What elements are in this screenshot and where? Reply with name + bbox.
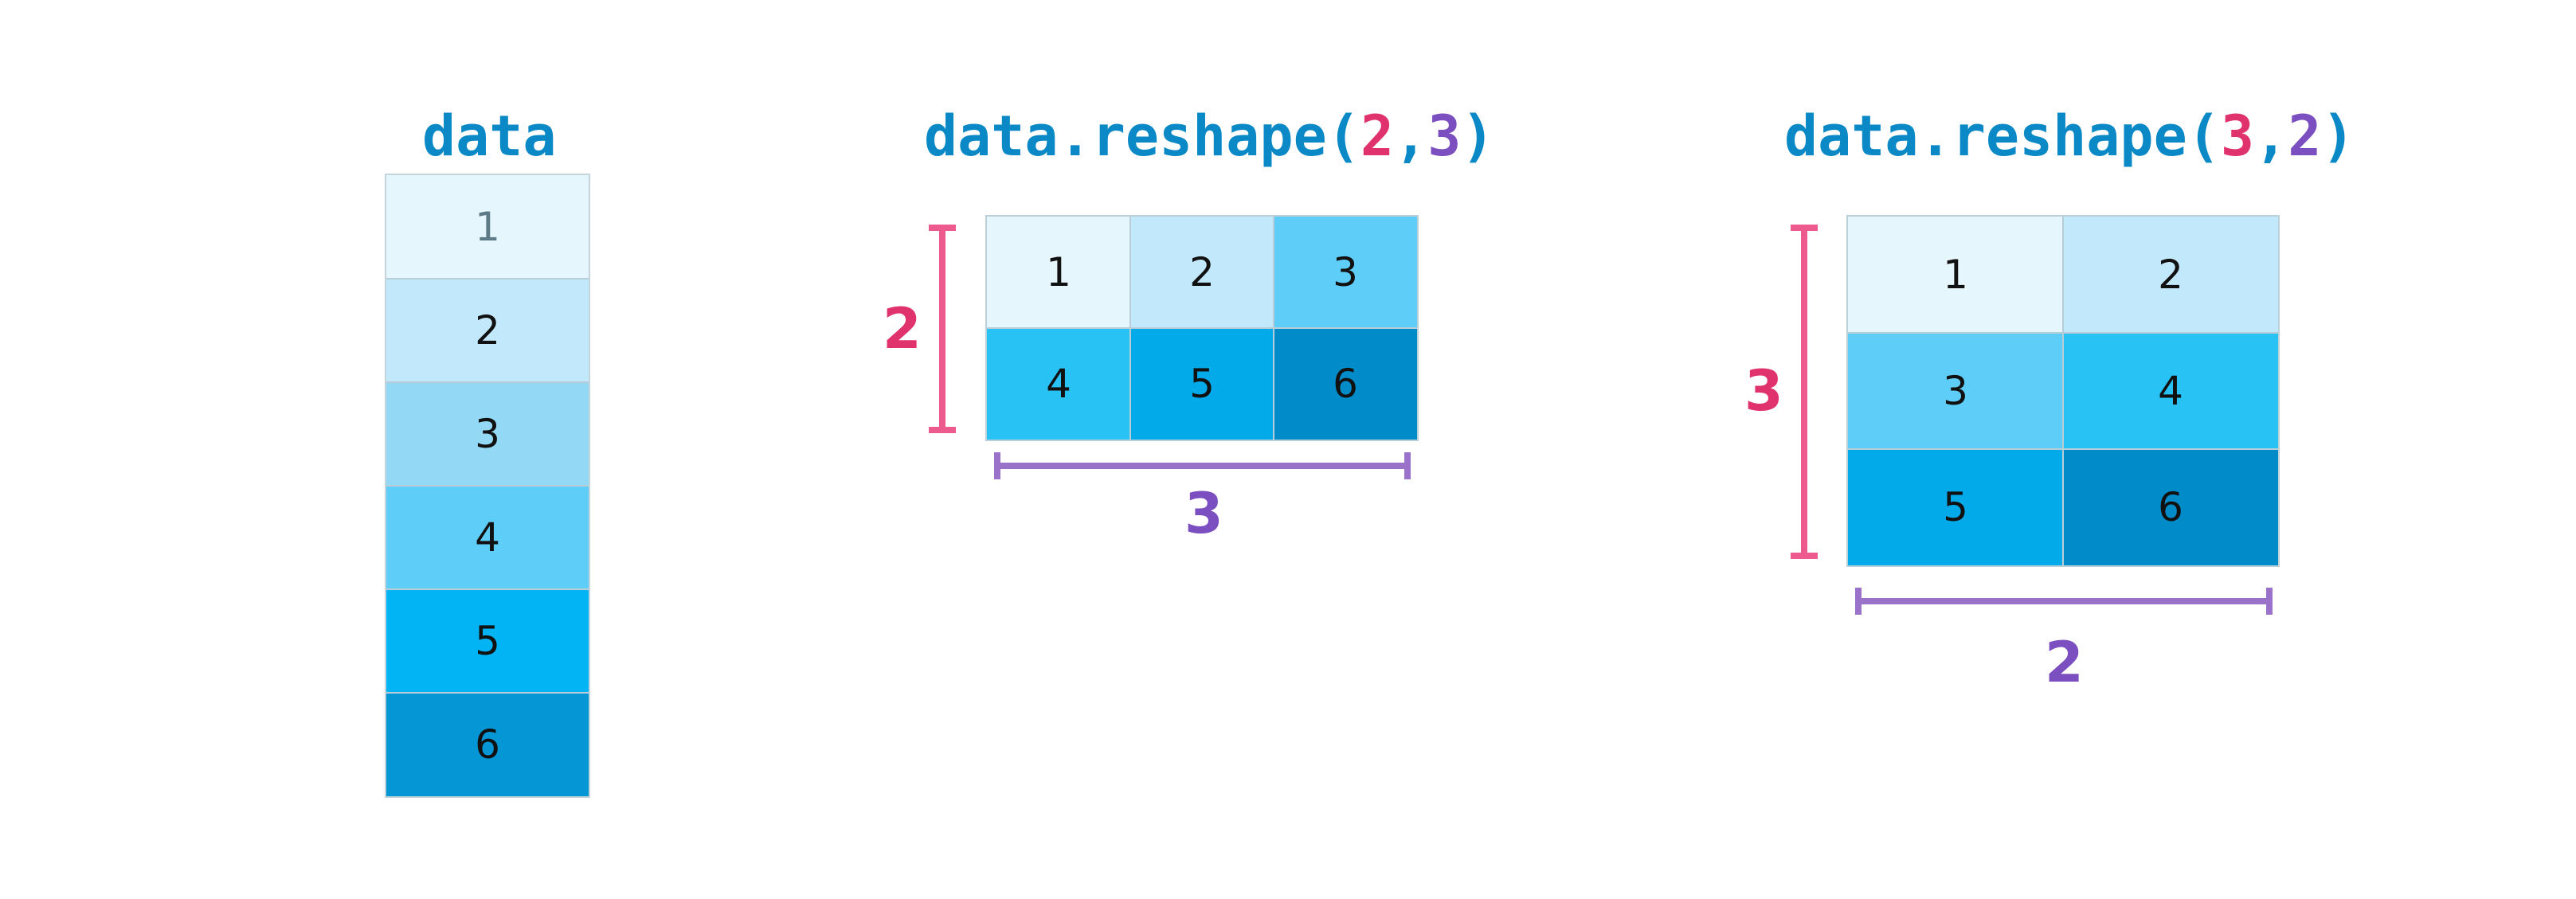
data-cell: 2 [386,279,589,382]
grid-cell: 1 [1848,217,2063,333]
title-sep: , [2254,104,2288,169]
cols-bracket [1855,588,2273,615]
grid-cell: 2 [2063,217,2278,333]
data-cell: 3 [386,382,589,486]
data-title-text: data [422,104,557,169]
reshape-3x2-grid: 1 2 3 4 5 6 [1846,215,2280,567]
grid-cell: 3 [1848,333,2063,449]
title-rows-arg: 2 [1360,104,1395,169]
grid-cell: 5 [1848,449,2063,565]
rows-bracket [929,225,956,433]
data-cell: 4 [386,486,589,589]
reshape-3x2-title: data.reshape(3,2) [1784,108,2355,164]
data-title: data [422,108,557,164]
title-cols-arg: 2 [2288,104,2322,169]
cols-dimension-label: 2 [2045,630,2084,695]
data-array-column: 1 2 3 4 5 6 [385,174,590,798]
rows-bracket [1791,225,1818,559]
title-rows-arg: 3 [2220,104,2255,169]
title-prefix: data.reshape( [924,104,1360,169]
cols-bracket [994,452,1411,479]
title-prefix: data.reshape( [1784,104,2221,169]
data-cell: 1 [386,175,589,279]
rows-dimension-label: 3 [1744,358,1783,424]
title-suffix: ) [2321,104,2355,169]
grid-cell: 4 [2063,333,2278,449]
title-sep: , [1394,104,1428,169]
grid-cell: 6 [2063,449,2278,565]
rows-dimension-label: 2 [883,296,922,362]
reshape-2x3-grid: 1 2 3 4 5 6 [985,215,1419,441]
title-cols-arg: 3 [1427,104,1462,169]
title-suffix: ) [1461,104,1495,169]
grid-cell: 3 [1274,217,1417,328]
grid-cell: 2 [1130,217,1274,328]
cols-dimension-label: 3 [1184,481,1223,546]
grid-cell: 6 [1274,328,1417,440]
grid-cell: 4 [987,328,1130,440]
reshape-2x3-title: data.reshape(2,3) [924,108,1495,164]
grid-cell: 5 [1130,328,1274,440]
data-cell: 5 [386,589,589,693]
data-cell: 6 [386,693,589,796]
grid-cell: 1 [987,217,1130,328]
